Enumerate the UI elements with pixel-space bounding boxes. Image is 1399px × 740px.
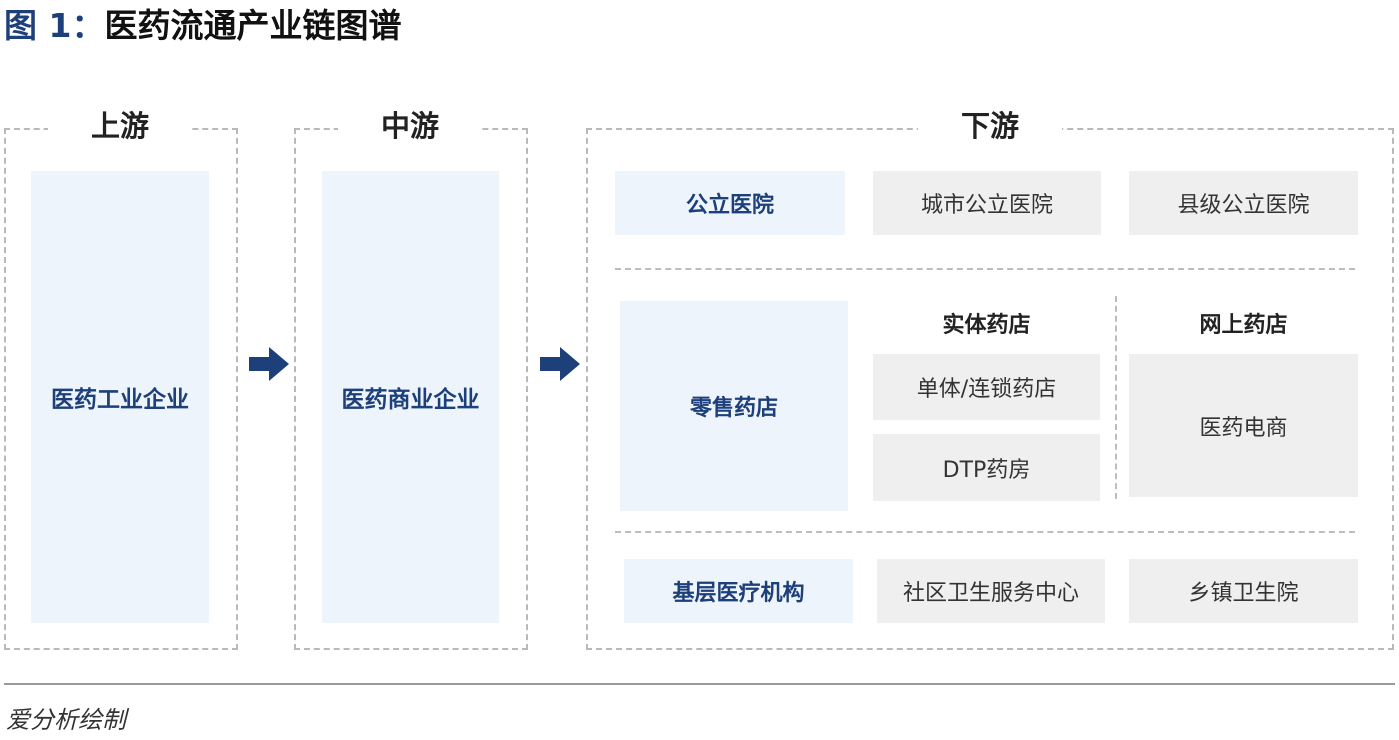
figure-label: 图 1： (4, 6, 105, 45)
figure-title: 图 1：医药流通产业链图谱 (4, 4, 401, 48)
downstream-heading: 下游 (918, 106, 1062, 146)
pharmacy-divider (1115, 296, 1117, 499)
row-divider (615, 531, 1355, 533)
primary-care-label: 基层医疗机构 (624, 559, 853, 623)
pharma-ecommerce: 医药电商 (1129, 354, 1358, 497)
physical-pharmacy-heading: 实体药店 (942, 313, 1031, 338)
right-arrow-icon (540, 347, 580, 381)
dtp-pharmacy: DTP药房 (873, 434, 1100, 501)
online-pharmacy-heading: 网上药店 (1199, 313, 1288, 338)
row-divider (615, 268, 1355, 270)
midstream-box: 医药商业企业 (322, 171, 499, 623)
retail-pharmacy-label: 零售药店 (620, 301, 848, 511)
township-health-center: 乡镇卫生院 (1129, 559, 1358, 623)
figure-title-text: 医药流通产业链图谱 (104, 6, 402, 45)
footer-rule (4, 683, 1395, 685)
source-note: 爱分析绘制 (6, 706, 126, 734)
midstream-heading: 中游 (338, 106, 482, 146)
community-health-center: 社区卫生服务中心 (877, 559, 1105, 623)
upstream-box: 医药工业企业 (31, 171, 209, 623)
county-public-hospital: 县级公立医院 (1129, 171, 1358, 235)
right-arrow-icon (249, 347, 289, 381)
upstream-heading: 上游 (48, 106, 192, 146)
public-hospital-label: 公立医院 (615, 171, 845, 235)
city-public-hospital: 城市公立医院 (873, 171, 1101, 235)
chain-pharmacy: 单体/连锁药店 (873, 354, 1100, 420)
